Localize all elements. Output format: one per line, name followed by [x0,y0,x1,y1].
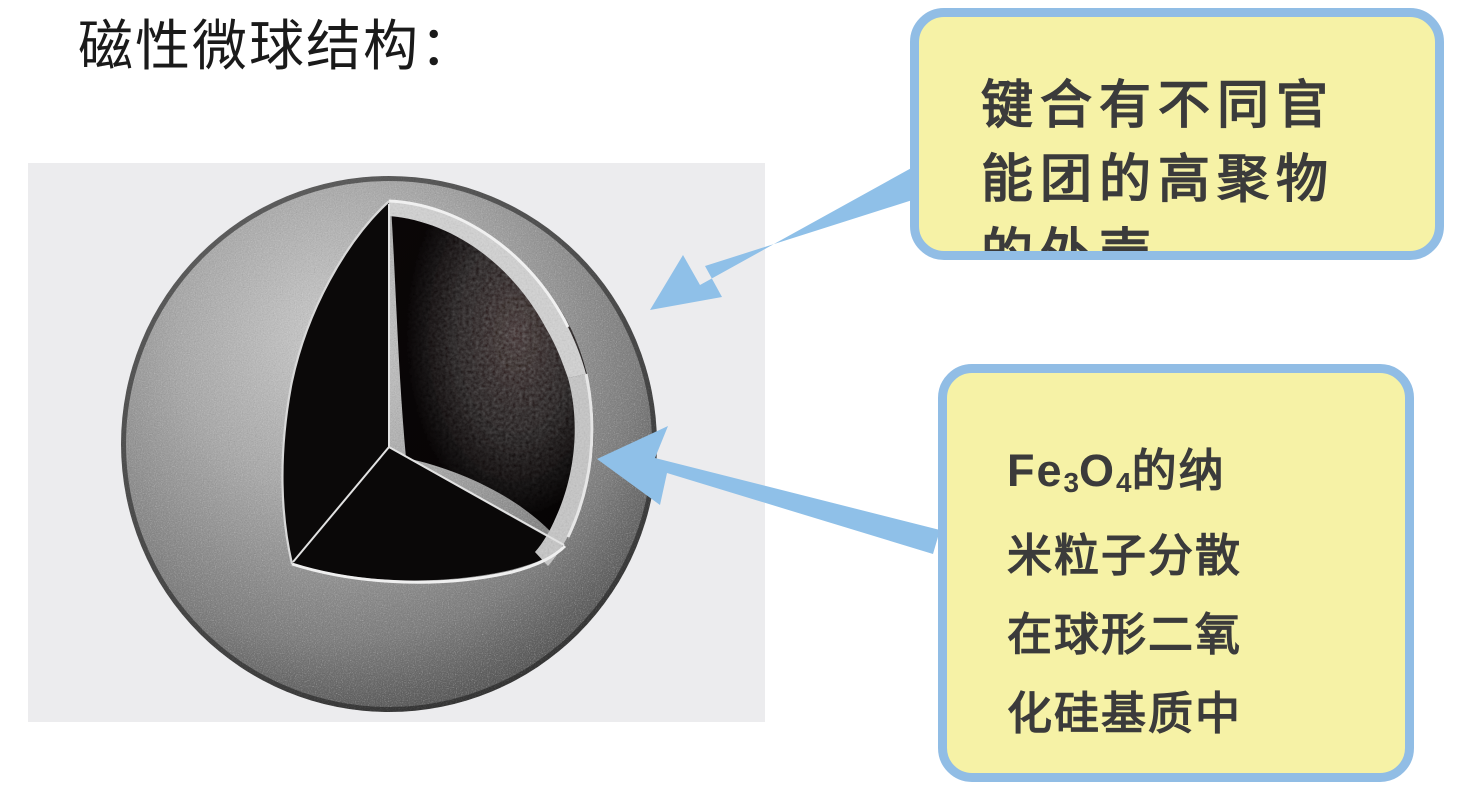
core-bottom-cut-face [292,448,563,581]
formula-fe: Fe [1007,445,1064,496]
callout-core-line-3: 在球形二氧 [1007,609,1243,660]
cut-edge-outline-bottom [291,544,567,584]
callout-polymer-line-2: 能团的高聚物 [981,151,1336,209]
magnetic-microsphere-diagram [121,176,657,712]
callout-core-line-1: Fe3O4的纳 [1007,431,1405,516]
callout-polymer-line-3-clipped: 的外壳 [981,225,1159,260]
page-title: 磁性微球结构： [78,16,478,77]
shell-thickness-rim-right [535,374,593,566]
core-left-cut-face [282,203,389,563]
core-axis-left [292,446,390,563]
callout-core-line-2: 米粒子分散 [1007,530,1243,581]
cut-edge-outline-left [281,200,390,565]
callout-magnetite-core[interactable]: Fe3O4的纳 米粒子分散 在球形二氧 化硅基质中 [938,364,1414,782]
callout-core-line-4: 化硅基质中 [1007,688,1243,739]
callout-polymer-line-1: 键合有不同官 [981,77,1336,135]
core-axis-right [388,446,565,546]
figure-panel [28,163,765,722]
cut-edge-outline-right [566,373,594,538]
formula-o: O [1079,445,1117,496]
callout-polymer-shell[interactable]: 键合有不同官 能团的高聚物 的外壳 [910,8,1444,260]
callout-core-line-1-suffix: 的纳 [1131,445,1226,496]
formula-sub-3: 3 [1063,467,1080,499]
formula-sub-4: 4 [1116,467,1132,499]
cut-edge-outline-top [388,199,570,328]
